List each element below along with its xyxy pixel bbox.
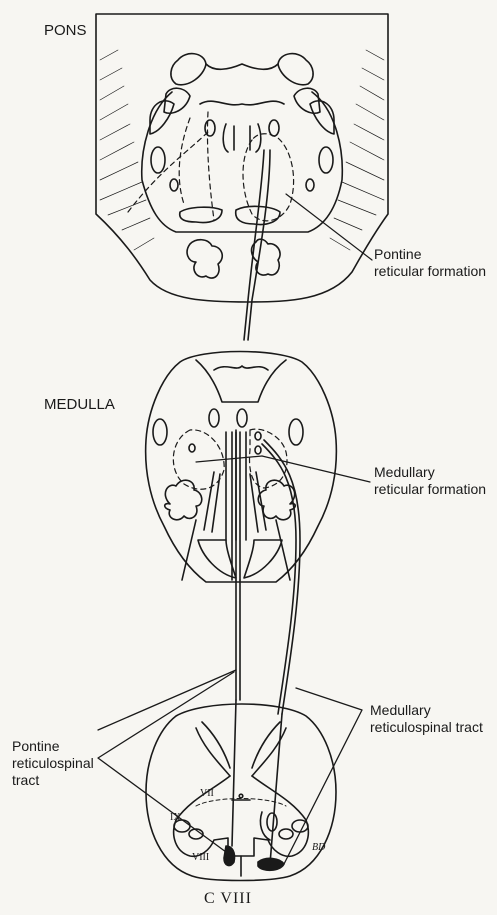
spinal-cord-section <box>146 700 336 881</box>
label-lamina-ix: IX <box>170 812 181 823</box>
label-lamina-viii: VIII <box>192 852 209 863</box>
pons-peduncle-right <box>278 54 313 85</box>
label-pontine-rst-line2: reticulospinal <box>12 755 94 772</box>
label-lamina-vii: VII <box>200 788 214 799</box>
label-pontine-rst-line3: tract <box>12 772 94 789</box>
label-pontine-reticulospinal-tract: Pontine reticulospinal tract <box>12 738 94 789</box>
spinal-cord-outline <box>146 704 336 881</box>
label-medullary-reticular-formation: Medullary reticular formation <box>374 464 486 498</box>
label-pontine-rf-line2: reticular formation <box>374 263 486 280</box>
label-medullary-rf-line2: reticular formation <box>374 481 486 498</box>
medulla-section <box>146 352 370 715</box>
pons-section <box>96 14 388 340</box>
label-medullary-reticulospinal-tract: Medullary reticulospinal tract <box>370 702 483 736</box>
label-medulla: MEDULLA <box>44 396 115 413</box>
label-pontine-rf-line1: Pontine <box>374 246 486 263</box>
label-segment-c8: C VIII <box>204 890 252 907</box>
label-pons: PONS <box>44 22 87 39</box>
label-medullary-rf-line1: Medullary <box>374 464 486 481</box>
pons-peduncle-left <box>171 54 206 85</box>
label-pontine-rst-line1: Pontine <box>12 738 94 755</box>
label-medullary-rst-line2: reticulospinal tract <box>370 719 483 736</box>
label-medullary-rst-line1: Medullary <box>370 702 483 719</box>
artist-initials: BD <box>312 842 325 853</box>
pons-outline <box>96 14 388 302</box>
label-pontine-reticular-formation: Pontine reticular formation <box>374 246 486 280</box>
